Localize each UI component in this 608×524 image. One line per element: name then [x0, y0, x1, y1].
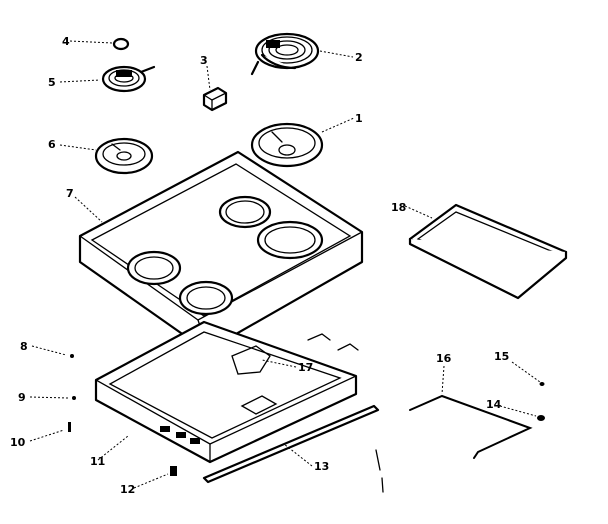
- label-2: 2: [355, 51, 363, 64]
- part-8-nut: [70, 354, 74, 358]
- part-6-small-drip-pan: [94, 137, 154, 175]
- part-7-main-top: [78, 150, 364, 352]
- leader-lines: [29, 40, 541, 489]
- part-13-rail: [202, 404, 380, 484]
- callout-labels: 4 5 3 2 6 1 7 18 8 9 10 11 12 13 17 16 1…: [10, 35, 509, 496]
- part-18-tray: [408, 203, 568, 300]
- part-13-marker: [375, 449, 381, 471]
- label-13: 13: [314, 460, 329, 473]
- label-16: 16: [436, 352, 452, 365]
- part-12-clip: [170, 466, 177, 476]
- part-1-large-drip-pan: [250, 122, 324, 168]
- label-9: 9: [18, 391, 26, 404]
- label-3: 3: [200, 54, 208, 67]
- label-5: 5: [48, 76, 56, 89]
- label-14: 14: [486, 398, 502, 411]
- label-15: 15: [494, 350, 509, 363]
- part-16-wire-rod: [409, 394, 533, 459]
- label-7: 7: [66, 187, 74, 200]
- part-11-lower-box: [94, 320, 359, 464]
- part-4-knob-cap: [112, 37, 130, 51]
- label-4: 4: [62, 35, 70, 48]
- part-5-small-surface-element: [101, 65, 156, 93]
- part-10-screw: [68, 422, 71, 432]
- label-10: 10: [10, 436, 26, 449]
- part-13-marker-2: [381, 477, 384, 493]
- label-18: 18: [391, 201, 406, 214]
- part-14-screw: [537, 415, 545, 421]
- part-15-screw: [539, 382, 545, 386]
- label-11: 11: [90, 455, 105, 468]
- label-1: 1: [355, 112, 363, 125]
- part-2-large-surface-element: [250, 32, 320, 76]
- part-17-bracket: [231, 345, 271, 375]
- label-12: 12: [120, 483, 135, 496]
- label-6: 6: [48, 138, 56, 151]
- part-3-terminal-block: [202, 86, 228, 112]
- label-17: 17: [298, 361, 313, 374]
- part-9-nut: [72, 396, 76, 400]
- label-8: 8: [20, 340, 28, 353]
